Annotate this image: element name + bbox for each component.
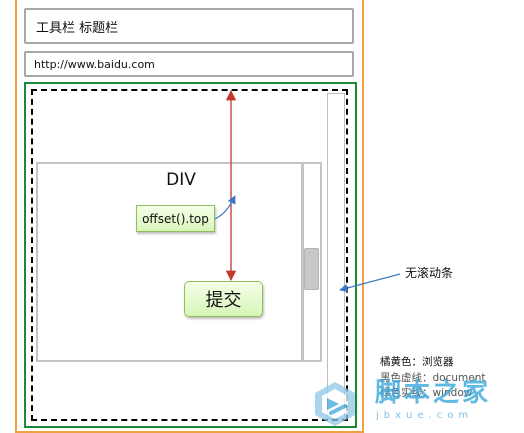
submit-label: 提交: [205, 290, 242, 311]
legend-window: 绿色实线：window: [380, 387, 473, 399]
title-toolbar-text: 工具栏 标题栏: [36, 20, 119, 36]
address-bar[interactable]: http://www.baidu.com: [24, 51, 354, 77]
offset-top-callout: offset().top: [136, 205, 215, 232]
watermark-domain: jbxue.com: [376, 410, 474, 421]
no-scrollbar-pointer-arrow: [339, 273, 401, 293]
submit-button[interactable]: 提交: [184, 281, 263, 317]
browser-frame: [15, 0, 364, 433]
address-url-text: http://www.baidu.com: [34, 57, 155, 71]
div-label: DIV: [166, 170, 196, 190]
legend-document: 黑色虚线：document: [380, 372, 486, 384]
offset-pointer-arrow: [214, 195, 236, 220]
offset-top-text: offset().top: [142, 211, 209, 226]
legend-browser: 橘黄色：浏览器: [380, 356, 454, 368]
window-frame: [24, 82, 357, 428]
watermark-logo-icon: [315, 382, 355, 426]
no-scrollbar-label: 无滚动条: [405, 266, 454, 280]
div-scrollbar-thumb[interactable]: [304, 248, 319, 290]
watermark-brand: 脚本之家: [375, 378, 492, 408]
div-container: [36, 162, 303, 362]
document-frame: [31, 89, 348, 421]
title-toolbar-bar: 工具栏 标题栏: [24, 8, 354, 44]
